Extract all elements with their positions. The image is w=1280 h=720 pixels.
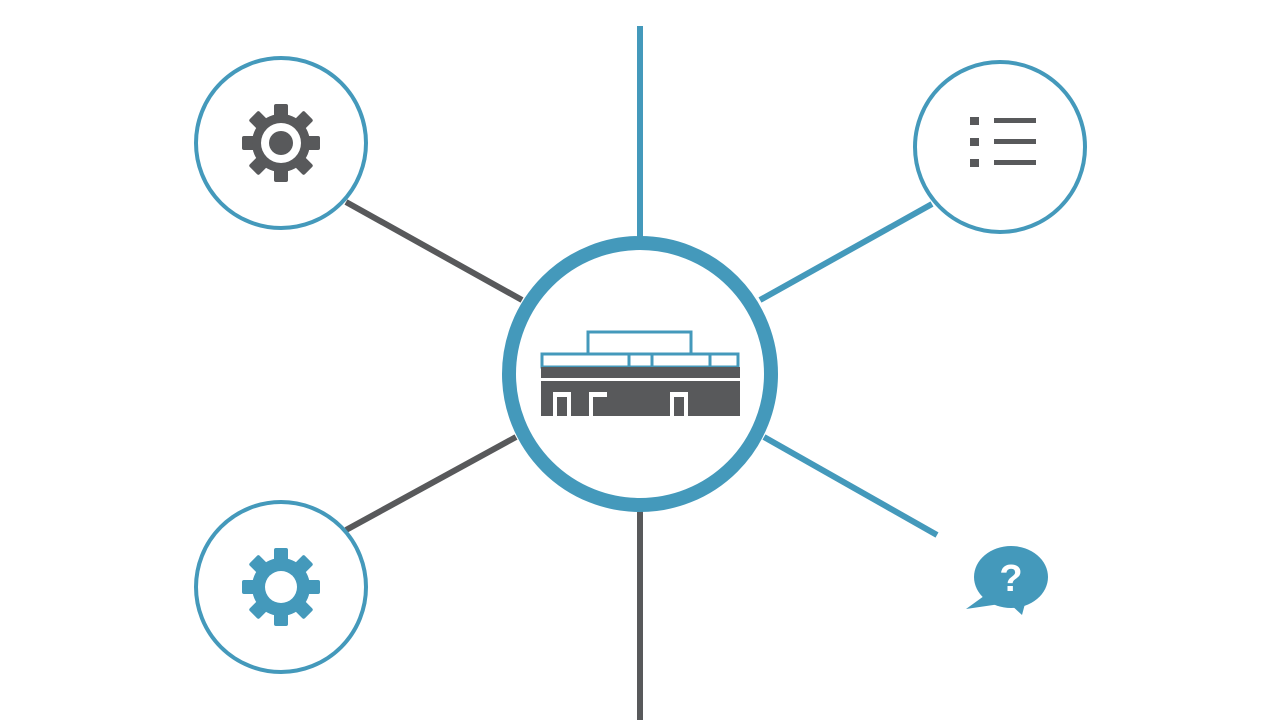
- center-node: [502, 236, 778, 512]
- connector-bottom-right: [762, 434, 939, 538]
- list-icon: [970, 117, 1036, 167]
- connector-bottom-left: [344, 434, 518, 533]
- gear-blue-icon: [242, 548, 320, 626]
- question-mark-glyph: ?: [999, 558, 1022, 600]
- list-node: [913, 60, 1087, 234]
- connector-top-right: [758, 201, 934, 303]
- help-node: ?: [966, 546, 1048, 615]
- question-bubble-icon: ?: [966, 546, 1048, 615]
- building-icon: [540, 330, 740, 416]
- settings-node-dark: [194, 56, 368, 230]
- settings-node-blue: [194, 500, 368, 674]
- connector-top-left: [344, 199, 524, 303]
- gear-dark-icon: [242, 104, 320, 182]
